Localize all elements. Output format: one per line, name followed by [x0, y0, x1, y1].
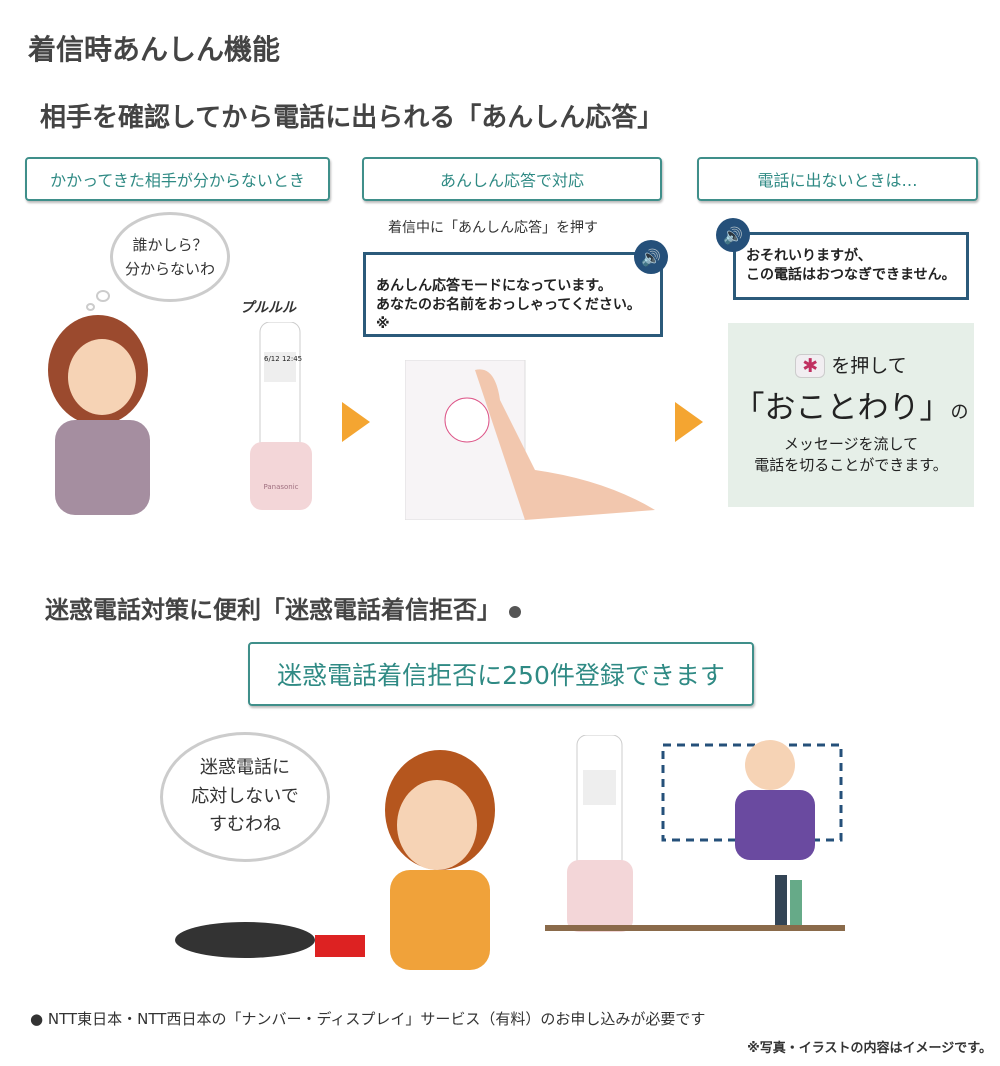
page-title: 着信時あんしん機能 [28, 33, 281, 66]
speaker-icon: 🔊 [716, 218, 750, 252]
speech-bubble: あんしん応答モードになっています。 あなたのお名前をおっしゃってください。※ [363, 252, 663, 337]
phone-and-caller-illustration [545, 735, 845, 932]
thought-line: 迷惑電話に [200, 756, 290, 778]
thought-dot [96, 290, 110, 302]
phone-screen-time: 6/12 12:45 [264, 355, 303, 363]
thought-line: 誰かしら？ [132, 236, 208, 254]
section2-heading: 迷惑電話対策に便利「迷惑電話着信拒否」 [45, 590, 522, 625]
thought-line: 分からないわ [124, 260, 215, 278]
panel-big-text: 「おことわり」 [733, 390, 951, 426]
thought-bubble: 迷惑電話に応対しないですむわね [160, 732, 330, 862]
step1-label: かかってきた相手が分からないとき [25, 157, 330, 201]
phone-base-brand: Panasonic [263, 483, 299, 491]
thought-line: 応対しないで [191, 785, 299, 807]
arrow-icon [675, 402, 703, 442]
step3-label: 電話に出ないときは… [697, 157, 978, 201]
bullet-icon [509, 606, 522, 618]
block-list-banner: 迷惑電話着信拒否に250件登録できます [248, 642, 754, 706]
panel-text: メッセージを流して [783, 435, 919, 453]
ring-text: プルルル [240, 300, 296, 316]
arrow-icon [342, 402, 370, 442]
keypad-hand-illustration [405, 360, 655, 520]
message-line: おそれいりますが、 [746, 248, 872, 264]
thought-bubble: 誰かしら？ 分からないわ [110, 212, 230, 302]
panel-text: 電話を切ることができます。 [754, 456, 948, 474]
cooking-woman-illustration [175, 750, 495, 970]
speech-bubble: おそれいりますが、 この電話はおつなぎできません。 [733, 232, 969, 300]
message-line: あなたのお名前をおっしゃってください。※ [376, 296, 641, 332]
panel-text: の [950, 402, 969, 423]
message-line: この電話はおつなぎできません。 [746, 266, 956, 283]
phone-illustration [250, 322, 312, 510]
panel-text: を押して [831, 355, 907, 377]
bullet-icon: ● [30, 1010, 44, 1028]
thought-dot [86, 303, 95, 311]
star-tone-key-icon: ✱ [795, 354, 826, 378]
instruction-text: 着信中に「あんしん応答」を押す [388, 220, 598, 236]
decline-panel: ✱ を押して 「おことわり」の メッセージを流して 電話を切ることができます。 [728, 323, 974, 507]
thought-line: すむわね [209, 814, 281, 836]
section1-heading: 相手を確認してから電話に出られる「あんしん応答」 [40, 103, 664, 133]
speaker-icon: 🔊 [634, 240, 668, 274]
section2-heading-text: 迷惑電話対策に便利「迷惑電話着信拒否」 [45, 596, 501, 624]
footer-note-text: NTT東日本・NTT西日本の「ナンバー・ディスプレイ」サービス（有料）のお申し込… [47, 1010, 706, 1028]
footer-note: ● NTT東日本・NTT西日本の「ナンバー・ディスプレイ」サービス（有料）のお申… [30, 1008, 705, 1029]
worried-woman-illustration [48, 315, 150, 515]
message-line: あんしん応答モードになっています。 [376, 278, 612, 294]
step2-label: あんしん応答で対応 [362, 157, 662, 201]
disclaimer: ※写真・イラストの内容はイメージです。 [747, 1041, 992, 1056]
